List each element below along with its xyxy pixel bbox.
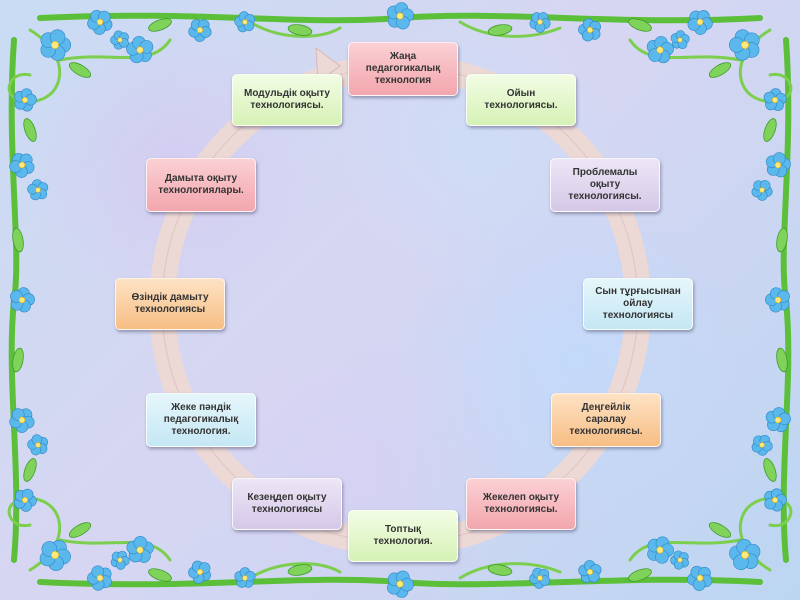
leaf-icon [148, 18, 172, 32]
leaf-icon [148, 568, 172, 582]
leaf-icon [628, 568, 652, 582]
flower-icon [27, 179, 49, 201]
node-game-technology: Ойын технологиясы. [466, 74, 576, 126]
cycle-ring-band [149, 54, 651, 556]
leaf-icon [776, 347, 788, 373]
node-individual-learning-technology: Жекелеп оқыту технологиясы. [466, 478, 576, 530]
flower-icon [234, 11, 256, 33]
flower-icon [27, 434, 49, 456]
node-subject-pedagogical-technology: Жеке пәндік педагогикалық технология. [146, 393, 256, 447]
node-self-development-technology: Өзіндік дамыту технологиясы [115, 278, 225, 330]
flower-icon [10, 287, 35, 313]
flower-icon [647, 536, 674, 564]
node-critical-thinking-technology: Сын тұрғысынан ойлау технологиясы [583, 278, 693, 330]
flower-icon [87, 565, 112, 591]
flower-icon [751, 434, 773, 456]
flower-icon [646, 36, 674, 64]
flower-icon [126, 536, 154, 563]
flower-icon [687, 565, 713, 591]
flower-icon [529, 12, 551, 33]
flower-icon [529, 567, 551, 589]
flower-icon [234, 567, 256, 588]
flower-icon [39, 539, 71, 571]
flower-icon [764, 488, 787, 512]
leaf-icon [763, 118, 777, 142]
leaf-icon [23, 458, 37, 482]
flowers [9, 2, 791, 598]
flower-icon [765, 287, 790, 313]
flower-icon [687, 10, 713, 35]
leaves [12, 18, 788, 582]
leaf-icon [487, 24, 513, 36]
node-level-differentiation-technology: Деңгейлік саралау технологиясы. [551, 393, 661, 447]
flower-icon [110, 30, 129, 50]
leaf-icon [776, 227, 788, 253]
node-developmental-learning-technologies: Дамыта оқыту технологиялары. [146, 158, 256, 212]
node-group-technology: Топтық технология. [348, 510, 458, 562]
flower-icon [87, 10, 113, 35]
node-stage-learning-technology: Кезеңдеп оқыту технологиясы [232, 478, 342, 530]
flower-icon [126, 36, 154, 64]
flower-icon [14, 88, 37, 112]
flower-icon [670, 550, 689, 570]
leaf-icon [12, 347, 24, 373]
leaf-icon [287, 24, 313, 36]
node-modular-learning-technology: Модульдік оқыту технологиясы. [232, 74, 342, 126]
flower-icon [578, 18, 601, 42]
flower-icon [110, 550, 130, 570]
flower-icon [9, 408, 35, 433]
leaf-icon [68, 62, 92, 78]
leaf-icon [628, 18, 652, 32]
leaf-icon [708, 522, 732, 538]
leaf-icon [23, 118, 37, 142]
flower-icon [578, 560, 602, 583]
flower-icon [670, 30, 690, 50]
flower-icon [387, 2, 414, 30]
leaf-icon [763, 458, 777, 482]
flower-icon [728, 29, 760, 61]
leaf-icon [487, 564, 513, 576]
flower-icon [763, 88, 787, 112]
flower-icon [729, 538, 761, 570]
node-new-pedagogical-technology: Жаңа педагогикалық технология [348, 42, 458, 96]
flower-icon [40, 29, 72, 61]
leaf-icon [68, 522, 92, 538]
leaf-icon [287, 564, 313, 576]
flower-icon [9, 153, 35, 178]
flower-icon [188, 19, 212, 42]
flower-icon [387, 570, 414, 598]
flower-icon [188, 560, 211, 584]
flower-icon [765, 407, 791, 433]
leaf-icon [708, 62, 732, 78]
flower-icon [751, 180, 773, 201]
flower-icon [765, 152, 791, 178]
flower-icon [13, 488, 37, 512]
node-problem-learning-technology: Проблемалы оқыту технологиясы. [550, 158, 660, 212]
leaf-icon [12, 227, 24, 253]
